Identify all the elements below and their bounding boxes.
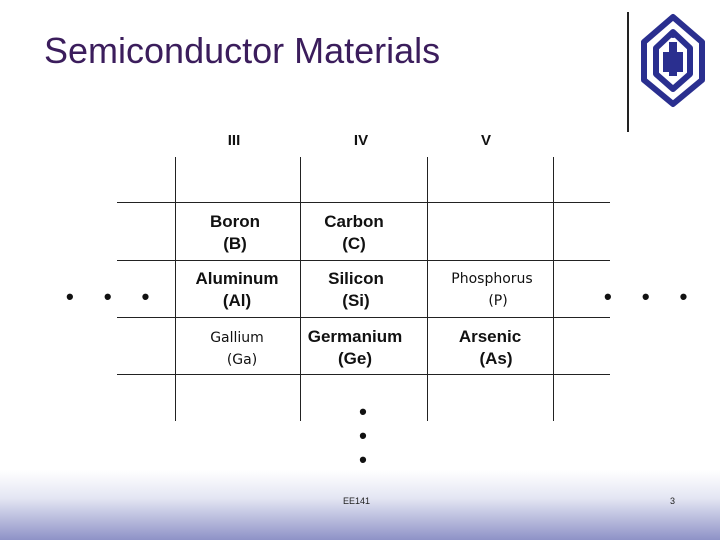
cell-carbon: Carbon (C) xyxy=(294,211,414,255)
element-name: Boron xyxy=(209,212,261,231)
grid-line-h1 xyxy=(117,202,610,203)
slide-title: Semiconductor Materials xyxy=(44,30,441,71)
grid-line-h3 xyxy=(117,317,610,318)
grid-line-v2 xyxy=(300,157,301,421)
ellipsis-right: • • • xyxy=(604,284,700,309)
cell-arsenic: Arsenic (As) xyxy=(430,326,550,370)
cell-phosphorus: Phosphorus (P) xyxy=(432,268,552,312)
ellipsis-down: • • • xyxy=(359,399,367,472)
element-symbol: (Si) xyxy=(342,291,370,310)
element-name: Silicon xyxy=(328,269,384,288)
element-symbol: (Ga) xyxy=(226,352,258,368)
cell-silicon: Silicon (Si) xyxy=(296,268,416,312)
ellipsis-left: • • • xyxy=(66,284,162,309)
grid-line-v3 xyxy=(427,157,428,421)
grid-line-v1 xyxy=(175,157,176,421)
element-symbol: (P) xyxy=(488,293,508,309)
cell-boron: Boron (B) xyxy=(175,211,295,255)
element-name: Phosphorus xyxy=(451,271,533,287)
element-symbol: (Ge) xyxy=(338,349,372,368)
element-name: Arsenic xyxy=(458,327,522,346)
logo-divider xyxy=(627,12,629,132)
column-header-III: III xyxy=(227,132,241,149)
element-name: Germanium xyxy=(307,327,403,346)
element-name: Carbon xyxy=(324,212,384,231)
cell-gallium: Gallium (Ga) xyxy=(177,327,297,371)
grid-line-h4 xyxy=(117,374,610,375)
university-emblem-icon xyxy=(641,14,705,107)
grid-line-v4 xyxy=(553,157,554,421)
column-header-V: V xyxy=(480,132,491,149)
element-symbol: (B) xyxy=(223,234,247,253)
element-name: Aluminum xyxy=(195,269,279,288)
element-symbol: (C) xyxy=(342,234,366,253)
grid-line-h2 xyxy=(117,260,610,261)
element-name: Gallium xyxy=(210,330,264,346)
cell-aluminum: Aluminum (Al) xyxy=(177,268,297,312)
element-symbol: (As) xyxy=(479,349,513,368)
column-header-IV: IV xyxy=(353,132,369,149)
footer-course-label: EE141 xyxy=(343,496,371,506)
footer-band xyxy=(0,470,720,540)
page-number: 3 xyxy=(670,496,676,506)
cell-germanium: Germanium (Ge) xyxy=(295,326,415,370)
element-symbol: (Al) xyxy=(222,291,252,310)
